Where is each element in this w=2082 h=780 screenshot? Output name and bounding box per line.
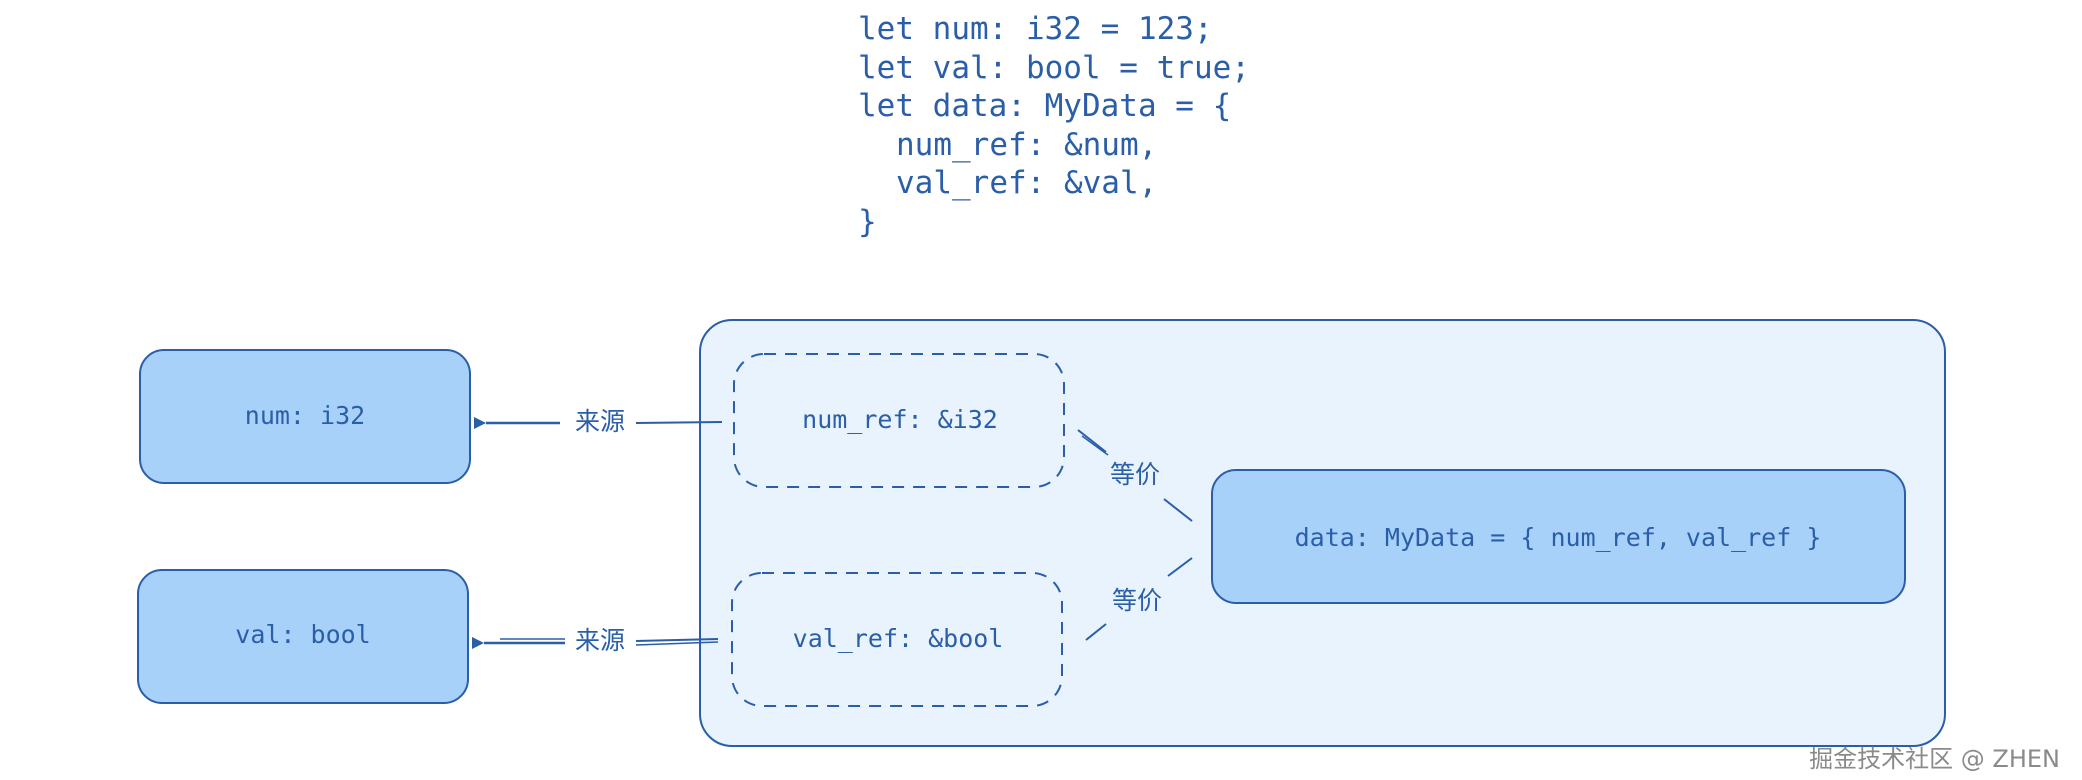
node-num-box xyxy=(139,349,471,484)
edge-source-top-line-right xyxy=(635,421,723,424)
edge-equiv-top-line-a xyxy=(1077,429,1107,453)
edge-source-bottom-line-right-2 xyxy=(635,641,719,646)
code-line: num_ref: &num, xyxy=(896,126,1158,163)
node-val-ref: val_ref: &bool xyxy=(731,572,1063,707)
node-val-label: val: bool xyxy=(235,620,370,649)
edge-equiv-top-line-a2 xyxy=(1081,435,1109,456)
node-num-ref-label: num_ref: &i32 xyxy=(802,405,998,434)
node-val-ref-label: val_ref: &bool xyxy=(793,624,1004,653)
node-val-box xyxy=(137,569,469,704)
edge-equiv-bottom-line-a xyxy=(1085,623,1107,641)
code-line: } xyxy=(858,203,877,240)
code-line: let num: i32 = 123; xyxy=(858,11,1213,47)
node-num: num: i32 xyxy=(139,349,471,484)
node-data-label: data: MyData = { num_ref, val_ref } xyxy=(1295,523,1822,552)
edge-source-bottom: 来源 xyxy=(472,626,719,655)
edge-equiv-bottom-line-b xyxy=(1167,557,1193,577)
code-line: val_ref: &val, xyxy=(896,165,1158,201)
edge-equiv-top-label: 等价 xyxy=(1110,460,1160,489)
edge-source-bottom-line-right xyxy=(635,638,719,642)
node-num-label: num: i32 xyxy=(245,401,365,430)
edge-source-top: 来源 xyxy=(474,407,723,436)
edge-equiv-bottom: 等价 xyxy=(1085,557,1193,641)
node-data: data: MyData = { num_ref, val_ref } xyxy=(1211,469,1906,604)
node-val: val: bool xyxy=(137,569,469,704)
edge-equiv-bottom-label: 等价 xyxy=(1112,586,1162,615)
edge-source-bottom-label: 来源 xyxy=(575,626,625,655)
code-line: let data: MyData = { xyxy=(858,88,1232,124)
watermark: 掘金技术社区 @ ZHEN xyxy=(1809,745,2060,773)
code-snippet: let num: i32 = 123;let val: bool = true;… xyxy=(858,10,1250,241)
code-line: let val: bool = true; xyxy=(858,49,1250,86)
node-val-ref-box xyxy=(731,572,1063,707)
node-num-ref: num_ref: &i32 xyxy=(733,353,1065,488)
edge-equiv-top: 等价 xyxy=(1077,429,1193,522)
node-data-box xyxy=(1211,469,1906,604)
node-num-ref-box xyxy=(733,353,1065,488)
edge-source-top-label: 来源 xyxy=(575,407,625,436)
edge-equiv-top-line-b xyxy=(1163,498,1193,522)
